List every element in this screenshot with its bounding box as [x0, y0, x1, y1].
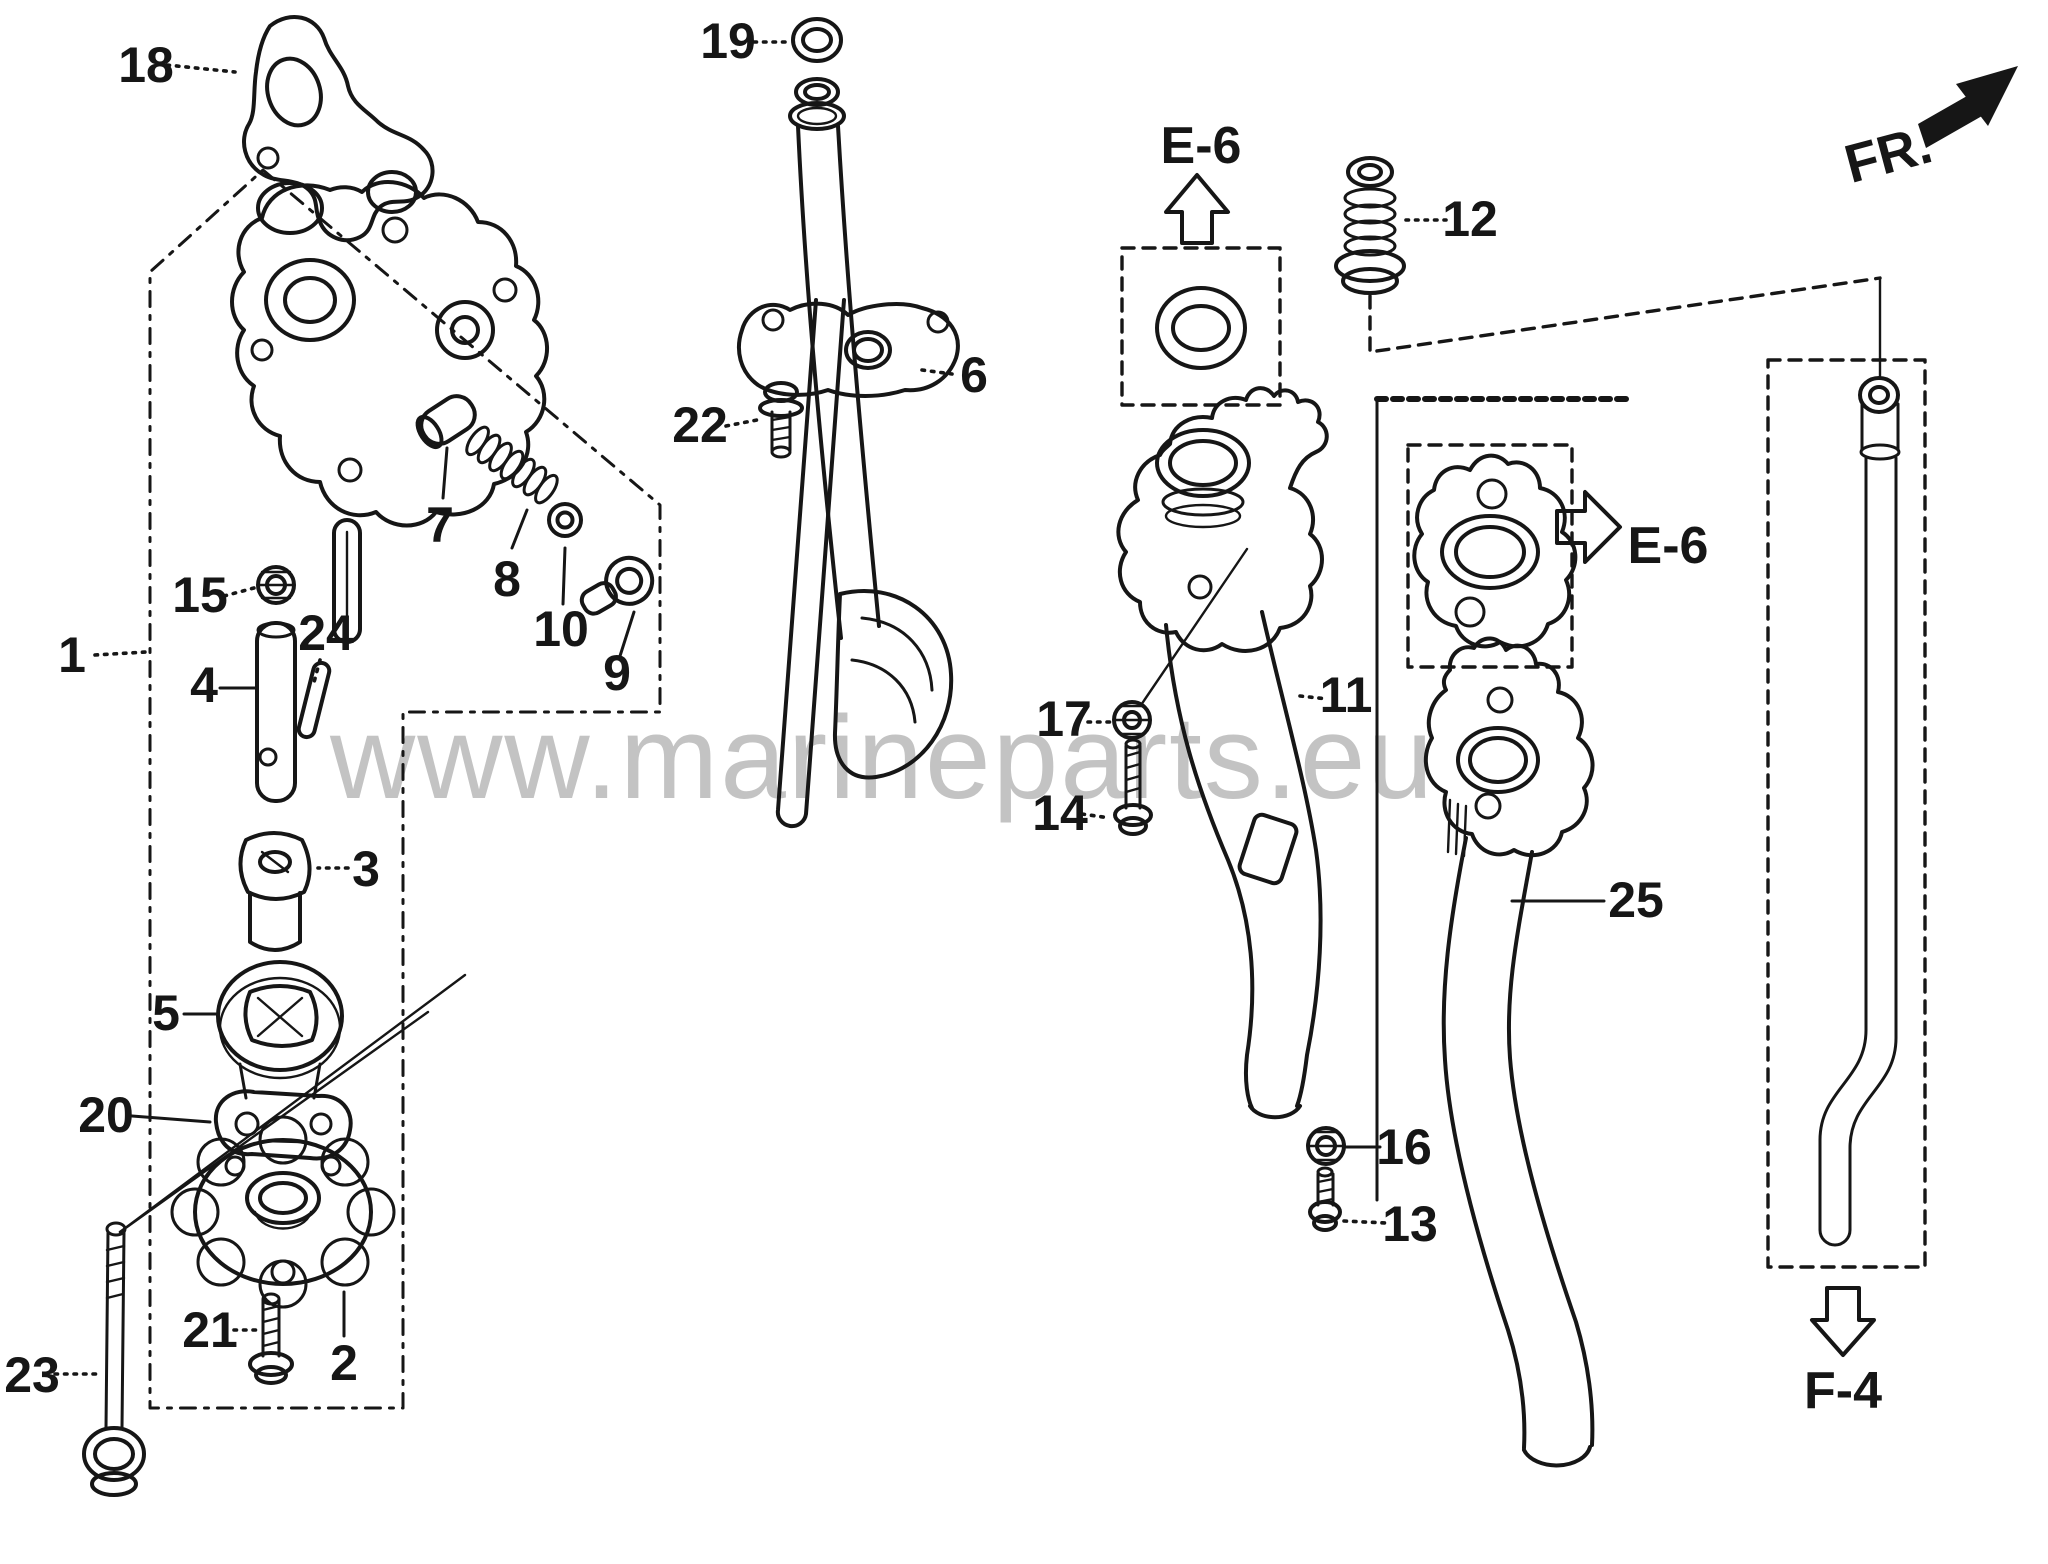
callout-20: 20 — [78, 1087, 134, 1143]
part-22-bolt — [758, 381, 804, 459]
ref-e6-top-label: E-6 — [1161, 117, 1242, 175]
part-17-nut — [1112, 700, 1152, 740]
callout-17: 17 — [1036, 691, 1092, 747]
callout-23: 23 — [4, 1347, 60, 1403]
part-13-bolt — [1308, 1166, 1342, 1232]
sub-assembly-box — [1374, 396, 1633, 1202]
callout-7: 7 — [426, 497, 454, 553]
part-1-enclosure — [148, 168, 662, 1410]
callout-25: 25 — [1608, 872, 1664, 928]
part-24-pin — [296, 660, 332, 740]
callout-16: 16 — [1376, 1119, 1432, 1175]
watermark: www.marineparts.eu — [330, 692, 1435, 824]
part-11-pipe — [1116, 386, 1329, 1120]
part-10-washer — [547, 502, 583, 538]
callout-18: 18 — [118, 37, 174, 93]
part-14-bolt — [1113, 738, 1153, 836]
part-7-pin — [415, 394, 477, 450]
fr-arrow-icon — [1918, 66, 2018, 148]
part-5-outer-rotor — [216, 960, 344, 1100]
part-9-bolt — [579, 555, 655, 616]
pump-body — [230, 179, 550, 644]
part-21-screw — [248, 1292, 294, 1385]
callout-6: 6 — [960, 347, 988, 403]
long-pipe — [1818, 376, 1901, 1247]
callout-3: 3 — [352, 841, 380, 897]
ref-e6-side-label: E-6 — [1628, 517, 1709, 575]
part-25-pipe — [1423, 636, 1595, 1468]
part-3-inner-rotor — [238, 831, 312, 952]
ref-e6-side-arrow-icon — [1555, 490, 1622, 564]
callout-4: 4 — [190, 657, 218, 713]
callout-1: 1 — [58, 627, 86, 683]
part-16-nut — [1306, 1126, 1346, 1166]
part-12-bolt — [1334, 156, 1882, 378]
part-8-spring — [465, 425, 559, 505]
callout-5: 5 — [152, 985, 180, 1041]
fr-label: FR. — [1839, 114, 1939, 194]
callout-22: 22 — [672, 397, 728, 453]
part-15-nut — [256, 565, 296, 605]
ref-e6-top-box — [1120, 246, 1282, 407]
part-18-gasket — [242, 15, 435, 243]
dipstick-tube — [775, 77, 954, 829]
callout-21: 21 — [182, 1302, 238, 1358]
callout-9: 9 — [603, 645, 631, 701]
leader-lines — [53, 40, 1606, 1376]
part-6-bracket — [737, 301, 960, 398]
callout-19: 19 — [700, 13, 756, 69]
callout-8: 8 — [493, 551, 521, 607]
ref-e6-side-box — [1406, 443, 1574, 669]
callout-13: 13 — [1382, 1196, 1438, 1252]
part-19-oring — [791, 17, 843, 63]
callout-11: 11 — [1320, 667, 1373, 723]
f4-pipe-box — [1766, 358, 1927, 1269]
ref-f4-label: F-4 — [1804, 1362, 1882, 1420]
callout-14: 14 — [1032, 785, 1088, 841]
part-2-pump-cover — [170, 1115, 396, 1309]
callout-24: 24 — [298, 605, 354, 661]
callout-10: 10 — [533, 601, 589, 657]
callout-2: 2 — [330, 1335, 358, 1391]
ref-f4-arrow-icon — [1810, 1286, 1876, 1357]
e6-flange — [1412, 453, 1578, 649]
e6-oring — [1155, 286, 1247, 370]
ref-e6-top-arrow-icon — [1164, 173, 1230, 245]
callout-12: 12 — [1442, 191, 1498, 247]
part-4-shaft — [255, 621, 297, 803]
callout-15: 15 — [172, 567, 228, 623]
part-23-bolt — [82, 973, 467, 1497]
